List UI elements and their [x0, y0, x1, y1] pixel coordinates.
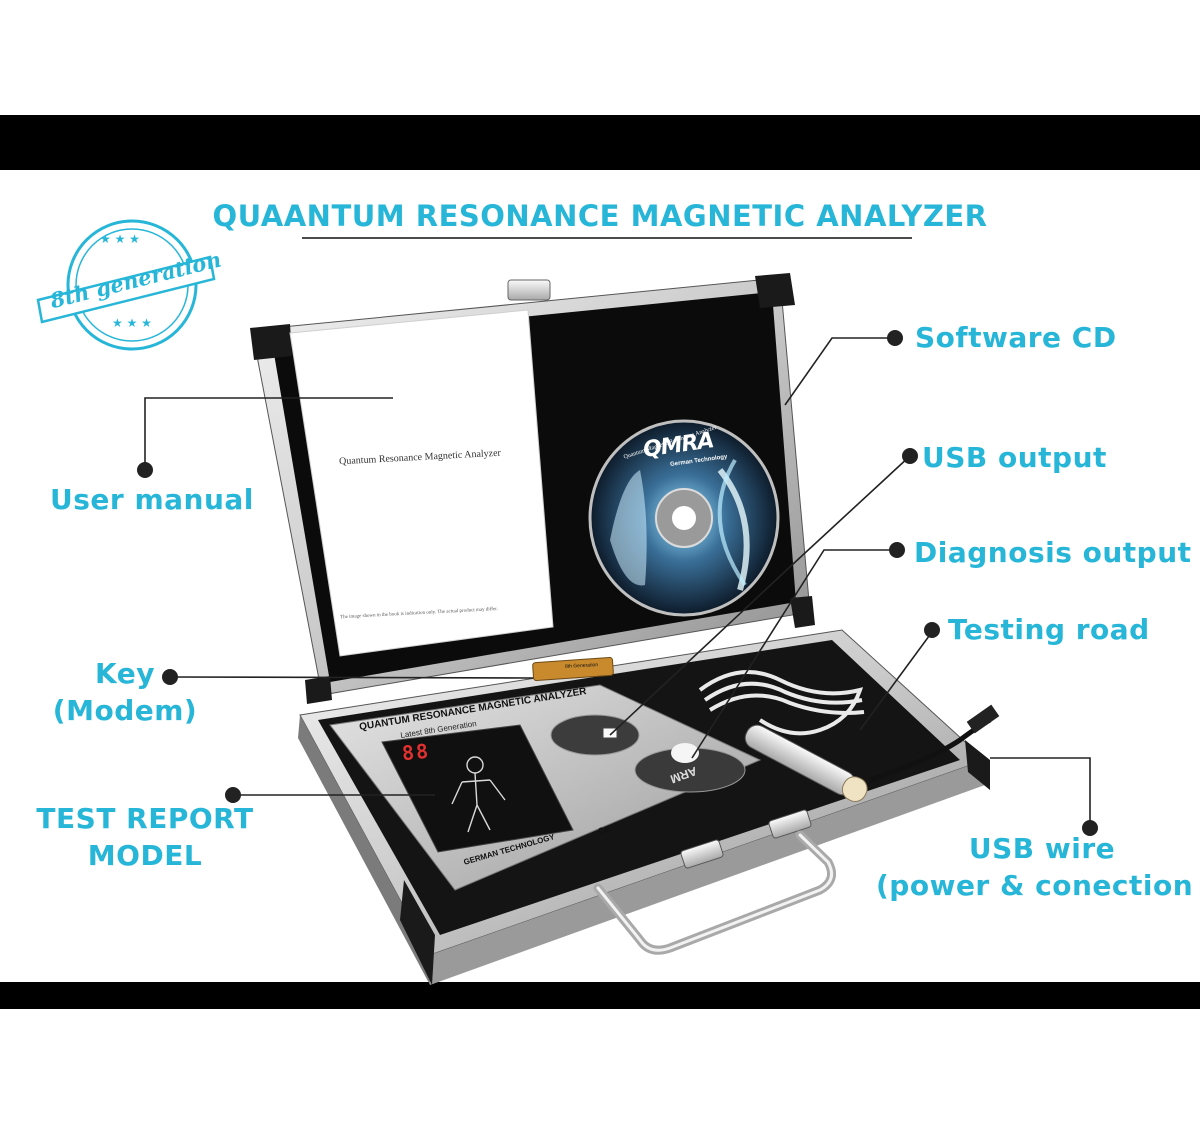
callout-test-report-line1: TEST REPORT — [36, 802, 254, 835]
test-report-screen — [381, 724, 574, 853]
leader-testing-road — [859, 631, 933, 731]
screen-digits: 88 — [400, 738, 432, 766]
top-black-band — [0, 115, 1200, 170]
generation-stamp — [36, 219, 216, 351]
callout-usb-output: USB output — [922, 441, 1107, 474]
callout-software-cd: Software CD — [915, 321, 1117, 354]
bottom-black-band — [0, 982, 1200, 1009]
callout-testing-road: Testing road — [948, 613, 1150, 646]
leader-user-manual — [144, 397, 393, 470]
user-manual — [289, 309, 554, 657]
callout-key: Key (Modem) — [40, 655, 210, 729]
case-base — [298, 629, 1000, 985]
callout-test-report: TEST REPORT MODEL — [20, 800, 270, 874]
callout-usb-wire-line1: USB wire — [968, 832, 1116, 865]
stamp-stars-top: ★ ★ ★ — [100, 232, 140, 246]
callout-key-line2: (Modem) — [52, 694, 198, 727]
leader-usb-output — [609, 455, 911, 736]
stamp-stars-bottom: ★ ★ ★ — [112, 316, 152, 330]
callout-usb-wire-line2: (power & conection — [876, 869, 1194, 902]
leader-lines — [144, 337, 1091, 828]
leader-software-cd — [784, 337, 895, 406]
leader-dots — [137, 330, 1098, 836]
leader-diagnosis-output — [691, 549, 897, 759]
testing-rod — [744, 724, 868, 802]
callout-diagnosis-output: Diagnosis output — [914, 536, 1192, 569]
leader-key-modem — [169, 676, 534, 679]
callout-user-manual: User manual — [50, 483, 254, 516]
software-cd — [588, 419, 780, 617]
callout-key-line1: Key — [95, 657, 155, 690]
page-title: QUAANTUM RESONANCE MAGNETIC ANALYZER — [212, 199, 988, 233]
testing-rod-cable — [698, 670, 865, 736]
leader-usb-wire — [990, 757, 1091, 828]
key-modem — [532, 656, 614, 682]
callout-test-report-line2: MODEL — [87, 839, 203, 872]
usb-output-pad — [550, 714, 640, 756]
